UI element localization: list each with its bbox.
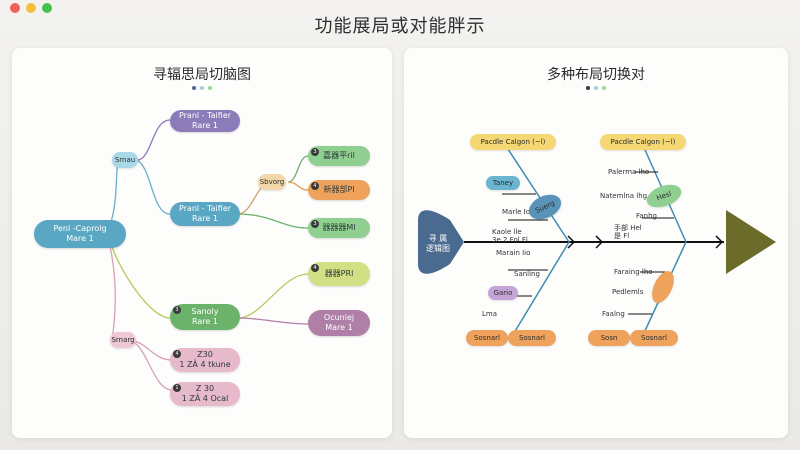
mindmap-panel: 寻辐思局切脑图 Penl -Caprolg Mare 1 Srnau Sbvor… bbox=[12, 48, 392, 438]
mindmap-node-p2[interactable]: 1 Z 30 1 ZÂ 4 Ocal bbox=[170, 382, 240, 406]
node-label: 器器PRl bbox=[324, 269, 354, 278]
left-label-5: Sanling bbox=[514, 270, 540, 278]
close-window-dot[interactable] bbox=[10, 3, 20, 13]
maximize-window-dot[interactable] bbox=[42, 3, 52, 13]
pager-dot-active[interactable] bbox=[586, 86, 590, 90]
node-label: Z30 1 ZÂ 4 tkune bbox=[179, 350, 231, 369]
left-label-taney[interactable]: Taney bbox=[486, 176, 520, 190]
left-label-7: Lma bbox=[482, 310, 498, 318]
node-label: Pranl - Taifier Rare 1 bbox=[178, 111, 232, 130]
badge: 3 bbox=[311, 148, 319, 156]
right-label-2: Natemlna lhg bbox=[600, 192, 648, 200]
bottom-pill-2[interactable]: Sosnarl bbox=[508, 330, 556, 346]
top-pill-left[interactable]: Pacdle Calgon (~l) bbox=[470, 134, 556, 150]
minimize-window-dot[interactable] bbox=[26, 3, 36, 13]
mindmap-node-c4[interactable]: 4 器器PRl bbox=[308, 262, 370, 286]
bottom-pill-3[interactable]: Sosn bbox=[588, 330, 630, 346]
node-label: Sanoly Rare 1 bbox=[191, 307, 219, 326]
node-label: 新器部Pl bbox=[323, 185, 355, 194]
badge: 4 bbox=[311, 182, 319, 190]
right-label-5: Faraing lho bbox=[614, 268, 653, 276]
fishbone-panel: 多种布局切换对 寻 属 逻辑图 Pacdle Calgon (~l) Pacdl… bbox=[404, 48, 788, 438]
mindmap-node-c2[interactable]: 4 新器部Pl bbox=[308, 180, 370, 200]
page-title: 功能展局或对能胖示 bbox=[314, 16, 486, 37]
branch-label-mid[interactable]: Sbvorg bbox=[258, 174, 286, 190]
badge: 3 bbox=[173, 306, 181, 314]
right-label-4: 手部 Hel 是 Fl bbox=[614, 224, 642, 240]
mindmap-node-n4[interactable]: Ocunlej Mare 1 bbox=[308, 310, 370, 336]
mindmap-node-n3[interactable]: 3 Sanoly Rare 1 bbox=[170, 304, 240, 330]
pager-dot[interactable] bbox=[208, 86, 212, 90]
pager-dot-active[interactable] bbox=[192, 86, 196, 90]
left-label-3: Kaole lle 3e 2 Fol Fl bbox=[492, 228, 528, 244]
badge: 1 bbox=[173, 384, 181, 392]
badge: 4 bbox=[311, 264, 319, 272]
pager-dot[interactable] bbox=[594, 86, 598, 90]
badge: 4 bbox=[173, 350, 181, 358]
mindmap-node-c3[interactable]: 3 器器器Ml bbox=[308, 218, 370, 238]
mindmap-node-n1[interactable]: Pranl - Taifier Rare 1 bbox=[170, 110, 240, 132]
badge: 3 bbox=[311, 220, 319, 228]
fish-head-label: 寻 属 逻辑图 bbox=[426, 234, 450, 253]
left-label-2: Marle Io bbox=[502, 208, 531, 216]
top-pill-right[interactable]: Pacdle Calgon (~l) bbox=[600, 134, 686, 150]
right-label-1: Palerma lho bbox=[608, 168, 650, 176]
bottom-pill-4[interactable]: Sosnarl bbox=[630, 330, 678, 346]
right-label-3: Fanhg bbox=[636, 212, 657, 220]
branch-label-lower[interactable]: Srnarg bbox=[110, 332, 136, 348]
mindmap-node-p1[interactable]: 4 Z30 1 ZÂ 4 tkune bbox=[170, 348, 240, 372]
node-label: 嘉器平ril bbox=[323, 151, 355, 160]
pager-dot[interactable] bbox=[200, 86, 204, 90]
branch-label-upper[interactable]: Srnau bbox=[112, 152, 138, 168]
mindmap-pager[interactable] bbox=[12, 86, 392, 90]
bottom-pill-1[interactable]: Sosnarl bbox=[466, 330, 508, 346]
mindmap-node-c1[interactable]: 3 嘉器平ril bbox=[308, 146, 370, 166]
mindmap-title: 寻辐思局切脑图 bbox=[153, 67, 251, 83]
fishbone-pager[interactable] bbox=[404, 86, 788, 90]
node-label: Pranl - Taifier Rare 1 bbox=[178, 204, 232, 223]
left-label-4: Marain Iio bbox=[496, 249, 531, 257]
window-controls bbox=[10, 3, 52, 13]
node-label: Z 30 1 ZÂ 4 Ocal bbox=[181, 384, 229, 403]
mindmap-root-node[interactable]: Penl -Caprolg Mare 1 bbox=[34, 220, 126, 248]
node-label: 器器器Ml bbox=[322, 223, 356, 232]
right-label-7: Faalng bbox=[602, 310, 625, 318]
right-label-6: Pedlemls bbox=[612, 288, 644, 296]
mindmap-node-n2[interactable]: Pranl - Taifier Rare 1 bbox=[170, 202, 240, 226]
pager-dot[interactable] bbox=[602, 86, 606, 90]
root-label: Penl -Caprolg Mare 1 bbox=[53, 224, 107, 243]
fishbone-title: 多种布局切换对 bbox=[547, 67, 645, 83]
node-label: Ocunlej Mare 1 bbox=[323, 313, 355, 332]
left-label-gario[interactable]: Gario bbox=[488, 286, 518, 300]
fish-tail-shape bbox=[726, 210, 776, 274]
fishbone-skeleton bbox=[418, 142, 776, 334]
fish-head-shape bbox=[418, 210, 464, 274]
